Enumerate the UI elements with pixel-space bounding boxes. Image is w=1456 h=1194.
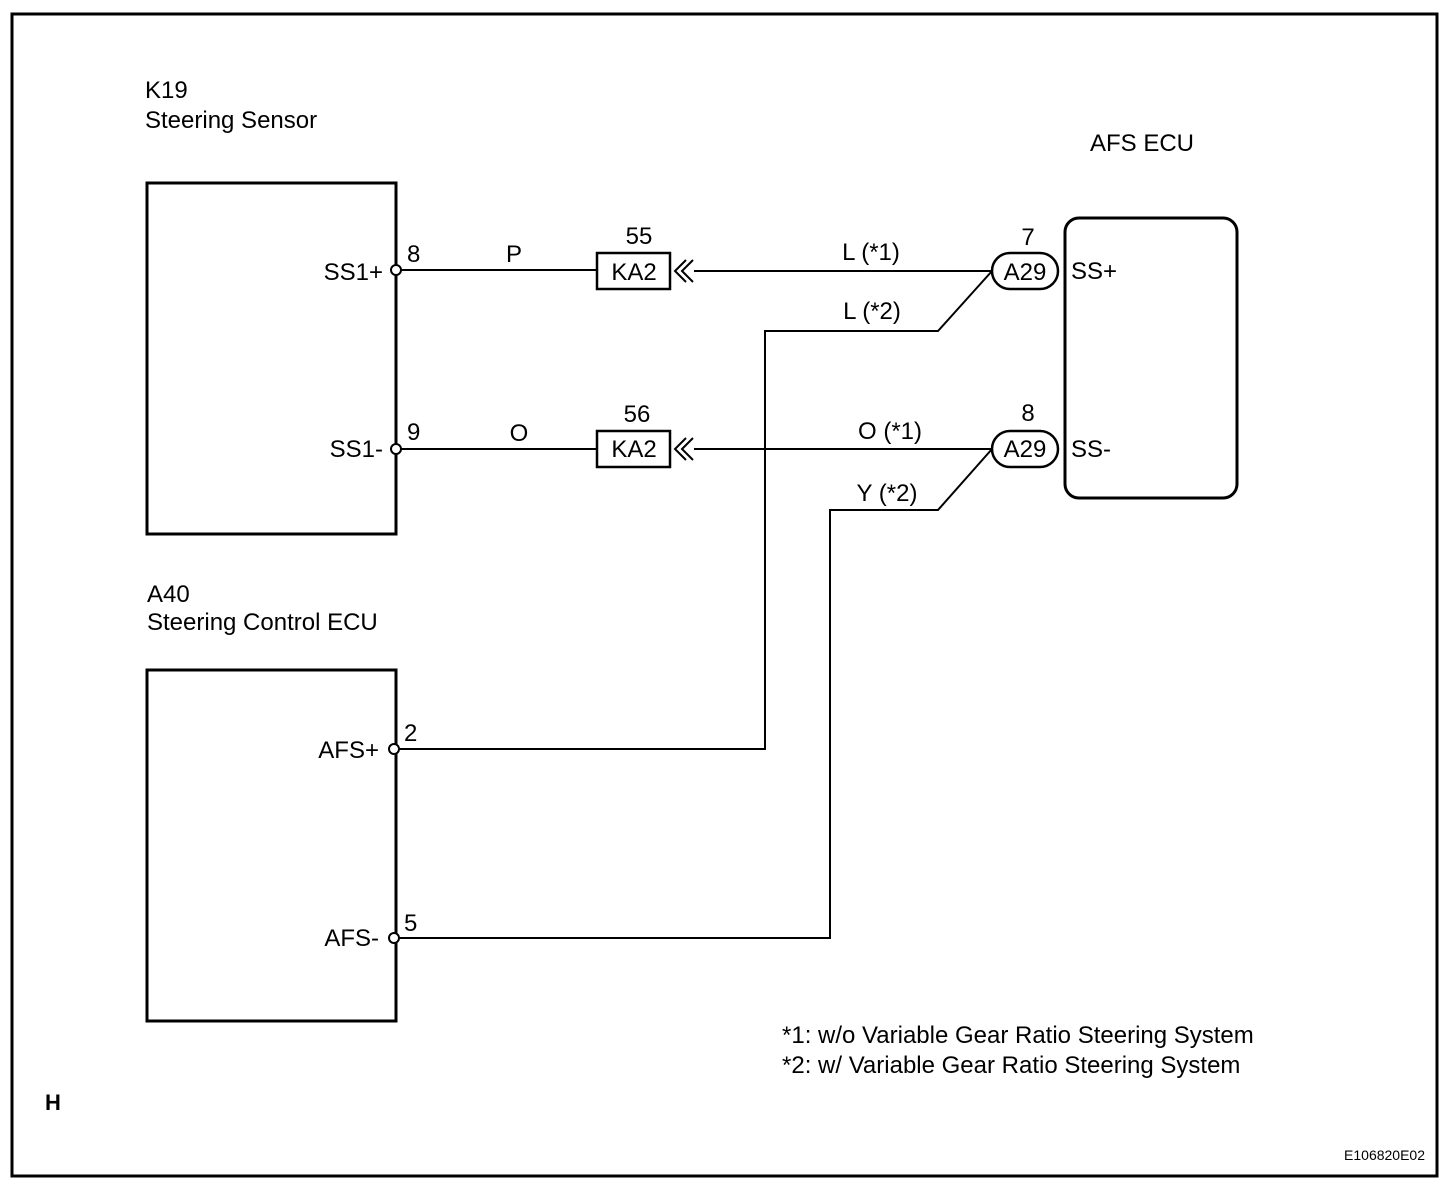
note-1: *1: w/o Variable Gear Ratio Steering Sys… — [782, 1022, 1254, 1049]
k19-box — [145, 181, 398, 536]
ka2-55-arrow-icon — [673, 259, 694, 283]
ka2-junction-55-label: KA2 — [611, 259, 656, 286]
afs-ecu-name: AFS ECU — [1090, 130, 1194, 157]
k19-id: K19 — [145, 77, 188, 104]
a40-box — [145, 668, 398, 1023]
a40-pin-afsp-label: AFS+ — [318, 737, 379, 764]
a29-connector-ssm-label: A29 — [1004, 436, 1047, 463]
note-2: *2: w/ Variable Gear Ratio Steering Syst… — [782, 1052, 1240, 1079]
ka2-junction-56-label: KA2 — [611, 436, 656, 463]
k19-pin-ss1p-terminal — [390, 264, 402, 276]
a40-pin-afsp-number: 2 — [404, 720, 417, 747]
wire-ssp-l2 — [399, 270, 993, 750]
a40-pin-afsm-terminal — [388, 932, 400, 944]
a29-connector-ssp-label: A29 — [1004, 259, 1047, 286]
afs-ecu-pin-ssm-label: SS- — [1071, 436, 1111, 463]
wire-ss1p-color: P — [506, 241, 522, 268]
wire-ssm-o1-color: O (*1) — [858, 418, 922, 445]
ka2-junction-55 — [595, 251, 672, 291]
a40-id: A40 — [147, 581, 190, 608]
a29-pin-ssp-number: 7 — [1021, 224, 1034, 251]
a40-name: Steering Control ECU — [147, 609, 378, 636]
afs-ecu-box — [1063, 216, 1239, 500]
wire-ss1m-color: O — [510, 420, 529, 447]
a40-pin-afsp-terminal — [388, 743, 400, 755]
k19-name: Steering Sensor — [145, 107, 317, 134]
k19-pin-ss1m-terminal — [390, 443, 402, 455]
corner-letter: H — [45, 1090, 61, 1115]
wire-ssm-y2 — [399, 448, 993, 939]
a40-pin-afsm-number: 5 — [404, 910, 417, 937]
wire-ssp-l2-color: L (*2) — [843, 298, 901, 325]
k19-pin-ss1m-number: 9 — [407, 419, 420, 446]
wire-ssp-l1-color: L (*1) — [842, 239, 900, 266]
a40-pin-afsm-label: AFS- — [324, 925, 379, 952]
wire-ssm-y2-color: Y (*2) — [857, 480, 918, 507]
k19-pin-ss1p-label: SS1+ — [324, 259, 383, 286]
diagram-frame — [10, 12, 1439, 1178]
ka2-junction-55-number: 55 — [626, 223, 653, 250]
ka2-56-arrow-icon — [673, 437, 694, 461]
k19-pin-ss1p-number: 8 — [407, 241, 420, 268]
figure-code: E106820E02 — [1344, 1147, 1425, 1163]
a29-pin-ssm-number: 8 — [1021, 400, 1034, 427]
ka2-junction-56-number: 56 — [624, 401, 651, 428]
k19-pin-ss1m-label: SS1- — [330, 436, 383, 463]
afs-ecu-pin-ssp-label: SS+ — [1071, 258, 1117, 285]
